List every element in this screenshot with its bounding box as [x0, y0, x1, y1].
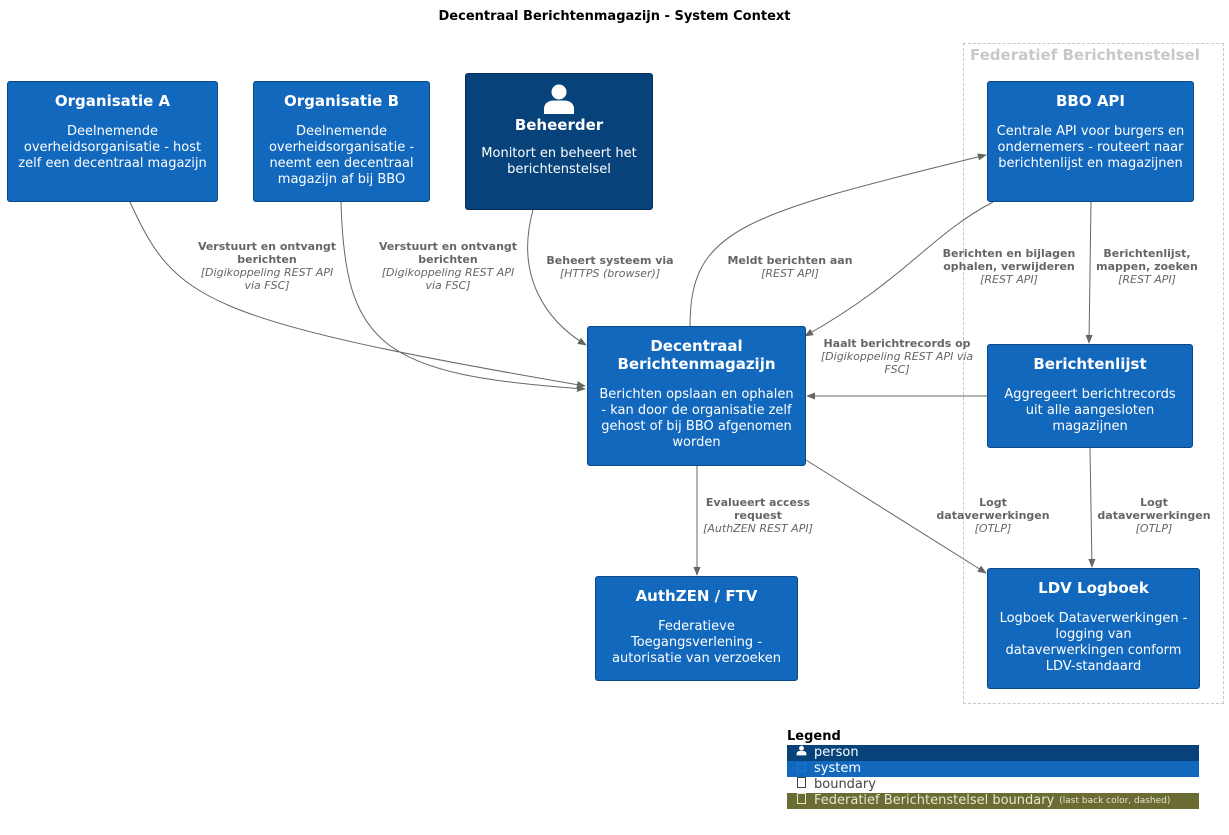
edge-label-tech: [OTLP]	[1135, 522, 1173, 535]
edge-label-bijlagen: Berichten en bijlagen ophalen, verwijder…	[930, 247, 1088, 286]
edge-label-text: Verstuurt en ontvangt berichten	[197, 240, 337, 266]
edge-label-text: Beheert systeem via	[546, 254, 674, 267]
legend-title: Legend	[787, 729, 841, 744]
system-berichtenlijst[interactable]: Berichtenlijst Aggregeert berichtrecords…	[987, 344, 1193, 448]
element-description: Berichten opslaan en ophalen - kan door …	[599, 387, 794, 450]
edge-org-a-to-magazijn	[129, 201, 586, 389]
edge-label-text: Berichtenlijst, mappen, zoeken	[1096, 247, 1198, 273]
legend-note: (last back color, dashed)	[1059, 796, 1171, 806]
element-title: Decentraal Berichtenmagazijn	[617, 337, 776, 373]
system-ldv-logboek[interactable]: LDV Logboek Logboek Dataverwerkingen - l…	[987, 568, 1200, 689]
system-organisatie-a[interactable]: Organisatie A Deelnemende overheidsorgan…	[7, 81, 218, 202]
element-description: Aggregeert berichtrecords uit alle aange…	[1004, 387, 1176, 434]
edge-bbo-api-to-magazijn	[804, 201, 994, 337]
edge-label-tech: [AuthZEN REST API]	[703, 522, 813, 535]
edge-label-org-b: Verstuurt en ontvangt berichten [Digikop…	[372, 240, 524, 292]
legend: Legend person system boundary Federatief…	[787, 729, 1199, 809]
legend-label: boundary	[814, 777, 876, 792]
edge-label-text: Berichten en bijlagen ophalen, verwijder…	[942, 247, 1076, 273]
edge-label-tech: [REST API]	[980, 273, 1038, 286]
person-beheerder[interactable]: Beheerder Monitort en beheert het berich…	[465, 73, 653, 210]
legend-label: system	[814, 761, 861, 776]
edge-magazijn-to-bbo-api	[689, 153, 987, 327]
federatief-berichtenstelsel-boundary: Federatief Berichtenstelsel	[963, 43, 1224, 704]
person-icon	[793, 745, 809, 761]
system-organisatie-b[interactable]: Organisatie B Deelnemende overheidsorgan…	[253, 81, 430, 202]
edge-label-meldt: Meldt berichten aan [REST API]	[712, 254, 868, 280]
element-title: Berichtenlijst	[1033, 355, 1147, 373]
element-description: Deelnemende overheidsorganisatie - host …	[18, 124, 207, 171]
legend-row-person: person	[787, 745, 1199, 761]
system-bbo-api[interactable]: BBO API Centrale API voor burgers en ond…	[987, 81, 1194, 202]
edge-label-tech: [HTTPS (browser)]	[559, 267, 661, 280]
diagram-title: Decentraal Berichtenmagazijn - System Co…	[438, 9, 791, 24]
element-description: Federatieve Toegangsverlening - autorisa…	[612, 619, 781, 666]
edge-org-b-to-magazijn	[340, 201, 586, 393]
edge-label-tech: [Digikoppeling REST API via FSC]	[200, 266, 334, 292]
element-title: LDV Logboek	[1038, 579, 1149, 597]
system-icon	[793, 761, 809, 777]
edge-berichtenlijst-to-ldv	[1088, 447, 1096, 568]
edge-label-text: Logt dataverwerkingen	[1097, 496, 1211, 522]
edge-label-tech: [Digikoppeling REST API via FSC]	[820, 350, 974, 376]
legend-label: person	[814, 745, 859, 760]
edge-label-tech: [REST API]	[1118, 273, 1176, 286]
edge-label-tech: [Digikoppeling REST API via FSC]	[381, 266, 515, 292]
edge-label-tech: [REST API]	[761, 267, 819, 280]
edge-bbo-api-to-berichtenlijst	[1085, 201, 1093, 344]
edge-label-text: Haalt berichtrecords op	[823, 337, 971, 350]
element-title: Organisatie B	[283, 92, 400, 110]
person-icon	[544, 84, 574, 114]
edge-label-text: Evalueert access request	[705, 496, 811, 522]
edge-beheerder-to-magazijn	[527, 209, 587, 346]
boundary-label: Federatief Berichtenstelsel	[970, 46, 1200, 64]
edge-label-tech: [OTLP]	[974, 522, 1012, 535]
edge-label-org-a: Verstuurt en ontvangt berichten [Digikop…	[192, 240, 342, 292]
element-title: BBO API	[1055, 92, 1126, 110]
element-description: Monitort en beheert het berichtenstelsel	[481, 146, 637, 177]
edge-label-beheerder: Beheert systeem via [HTTPS (browser)]	[532, 254, 688, 280]
boundary-icon	[793, 777, 809, 793]
legend-label: Federatief Berichtenstelsel boundary	[814, 793, 1055, 808]
legend-row-system: system	[787, 761, 1199, 777]
system-authzen-ftv[interactable]: AuthZEN / FTV Federatieve Toegangsverlen…	[595, 576, 798, 681]
element-title: AuthZEN / FTV	[635, 587, 758, 605]
edge-label-lijst: Berichtenlijst, mappen, zoeken [REST API…	[1090, 247, 1204, 286]
edge-magazijn-to-ldv	[805, 459, 987, 574]
legend-row-boundary: boundary	[787, 777, 1199, 793]
edge-label-text: Logt dataverwerkingen	[936, 496, 1050, 522]
edge-label-text: Meldt berichten aan	[727, 254, 853, 267]
element-title: Beheerder	[514, 116, 604, 134]
edge-label-haalt: Haalt berichtrecords op [Digikoppeling R…	[820, 337, 974, 376]
edge-label-logt-magazijn: Logt dataverwerkingen [OTLP]	[926, 496, 1060, 535]
element-description: Logboek Dataverwerkingen - logging van d…	[999, 611, 1188, 674]
edge-label-logt-berichtenlijst: Logt dataverwerkingen [OTLP]	[1087, 496, 1221, 535]
boundary-icon	[793, 793, 809, 809]
legend-row-federatief-boundary: Federatief Berichtenstelsel boundary (la…	[787, 793, 1199, 809]
element-description: Deelnemende overheidsorganisatie - neemt…	[268, 124, 415, 187]
element-description: Centrale API voor burgers en ondernemers…	[996, 124, 1185, 171]
system-decentraal-berichtenmagazijn[interactable]: Decentraal Berichtenmagazijn Berichten o…	[587, 326, 806, 466]
element-title: Organisatie A	[54, 92, 171, 110]
edge-label-evalueert: Evalueert access request [AuthZEN REST A…	[692, 496, 824, 535]
edge-label-text: Verstuurt en ontvangt berichten	[378, 240, 518, 266]
